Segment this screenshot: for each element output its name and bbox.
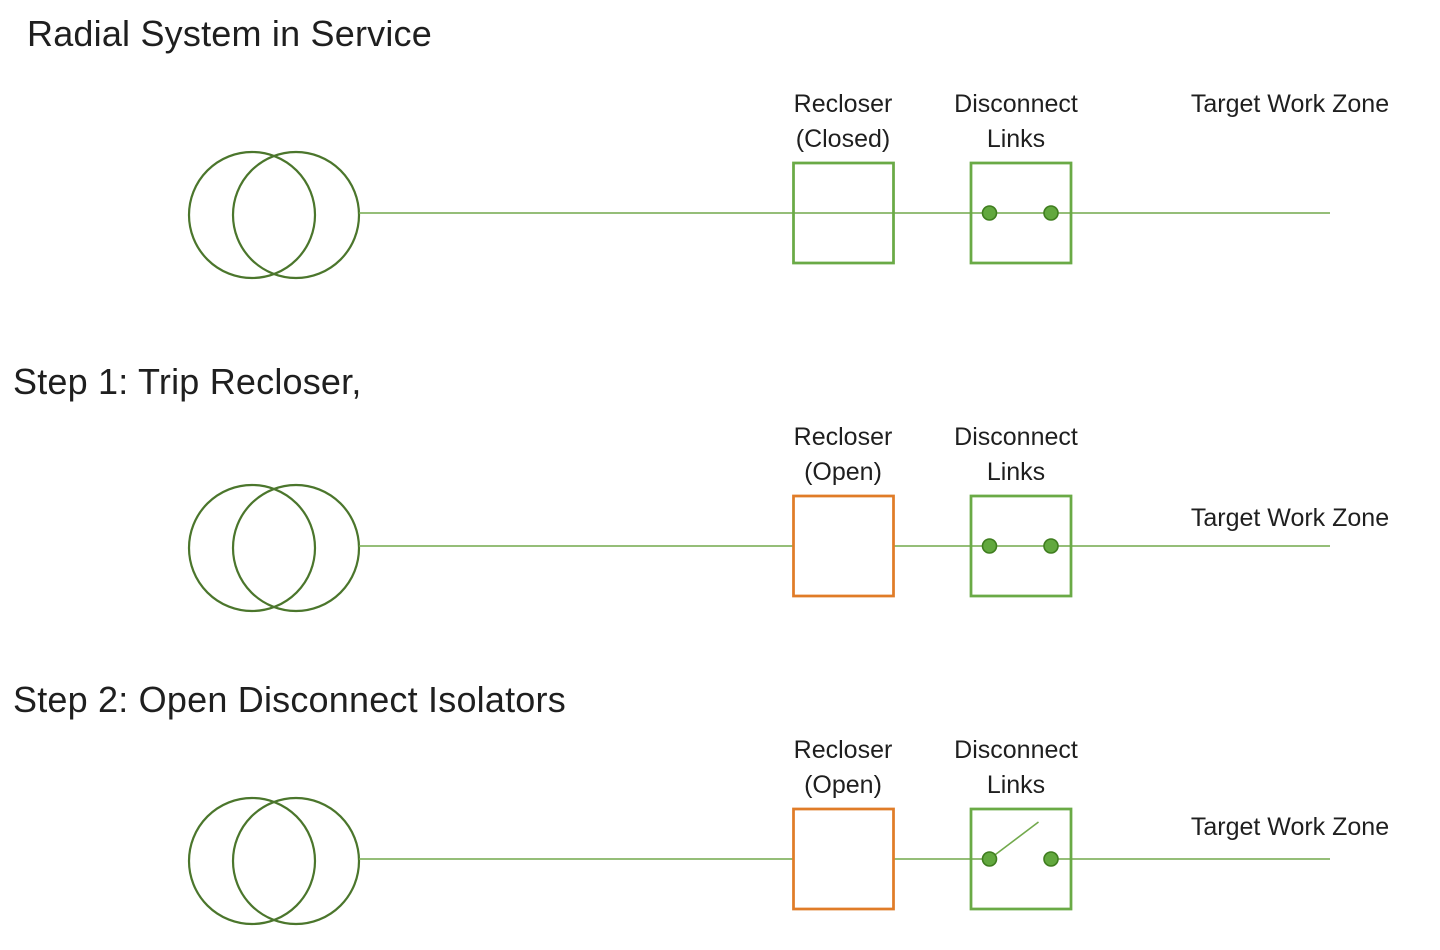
disconnect-links-label: Disconnect Links	[906, 87, 1126, 157]
transformer-icon	[187, 796, 361, 926]
link-dot-right	[1043, 538, 1059, 554]
recloser-label-line2: (Open)	[804, 771, 882, 799]
disconnect-links-label-line2: Links	[986, 771, 1046, 799]
disconnect-links-label: Disconnect Links	[906, 420, 1126, 490]
section-title-step1: Step 1: Trip Recloser,	[13, 361, 362, 402]
disconnect-links-label-line1: Disconnect	[954, 90, 1078, 118]
disconnect-links-box	[969, 494, 1073, 598]
recloser-label-line1: Recloser	[793, 423, 893, 451]
recloser-box	[792, 494, 895, 598]
link-dot-left	[981, 205, 998, 221]
recloser-box	[792, 161, 895, 265]
link-dot-left	[981, 851, 998, 867]
recloser-label-line1: Recloser	[793, 90, 893, 118]
link-dot-left	[981, 538, 998, 554]
recloser-label: Recloser (Open)	[733, 420, 953, 490]
disconnect-links-label: Disconnect Links	[906, 733, 1126, 803]
link-dot-right	[1043, 851, 1059, 867]
recloser-label-line1: Recloser	[793, 736, 893, 764]
transformer-icon	[187, 483, 361, 613]
target-work-zone-label: Target Work Zone	[1190, 504, 1390, 532]
diagram-row-3	[187, 796, 1330, 926]
link-dot-right	[1043, 205, 1059, 221]
diagram-row-2	[187, 483, 1330, 613]
section-title-radial-system: Radial System in Service	[27, 13, 432, 54]
recloser-label: Recloser (Closed)	[733, 87, 953, 157]
disconnect-links-label-line2: Links	[986, 125, 1046, 153]
section-title-step2: Step 2: Open Disconnect Isolators	[13, 679, 566, 720]
recloser-label: Recloser (Open)	[733, 733, 953, 803]
diagram-row-1	[187, 150, 1330, 280]
target-work-zone-label: Target Work Zone	[1190, 90, 1390, 118]
disconnect-links-box	[969, 161, 1073, 265]
disconnect-links-label-line1: Disconnect	[954, 423, 1078, 451]
disconnect-links-box	[969, 807, 1073, 911]
recloser-label-line2: (Closed)	[795, 125, 891, 153]
transformer-icon	[187, 150, 361, 280]
recloser-box	[792, 807, 895, 911]
recloser-label-line2: (Open)	[804, 458, 882, 486]
disconnect-links-label-line2: Links	[986, 458, 1046, 486]
target-work-zone-label: Target Work Zone	[1190, 813, 1390, 841]
disconnect-links-label-line1: Disconnect	[954, 736, 1078, 764]
switch-blade-icon	[989, 821, 1039, 860]
